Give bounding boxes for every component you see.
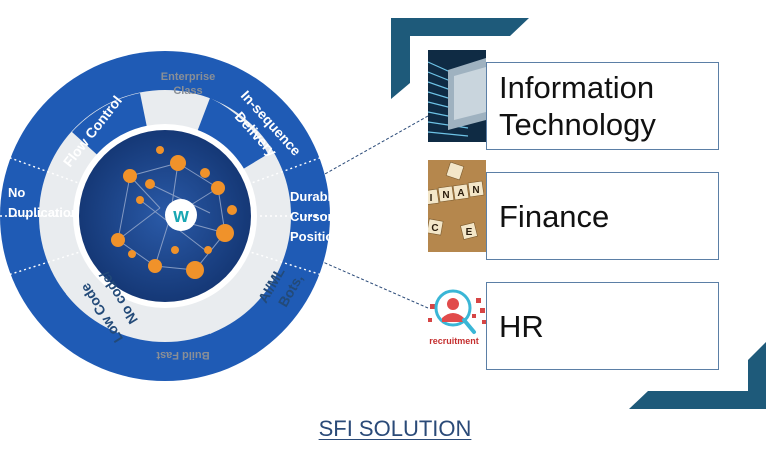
node [204, 246, 212, 254]
tile-letter: N [472, 185, 479, 196]
card-hr: HR [486, 282, 719, 370]
tile-letter: A [457, 188, 464, 199]
node [186, 261, 204, 279]
durable-cursor-line2: Cursor [290, 209, 330, 224]
circuit-chip-graphic [428, 50, 486, 142]
slide-caption: SFI SOLUTION [318, 416, 472, 441]
finance-tiles-graphic: I N A N C E [428, 160, 486, 252]
node [136, 196, 144, 204]
card-label-hr: HR [499, 309, 544, 344]
tile-letter: I [430, 193, 433, 204]
card-label-it: Information Technology [499, 69, 656, 143]
top-bracket [391, 18, 529, 99]
card-finance: Finance [486, 172, 719, 260]
no-duplication-line2: Duplication [8, 205, 79, 220]
node [211, 181, 225, 195]
tile-letter: C [431, 223, 438, 234]
node [227, 205, 237, 215]
recruitment-icon: recruitment [426, 284, 488, 350]
tile-letter: E [466, 227, 473, 238]
card-information-technology: Information Technology [486, 62, 719, 150]
enterprise-class-line1: Enterprise [161, 71, 215, 83]
recruitment-graphic: recruitment [428, 289, 486, 346]
node [148, 259, 162, 273]
recruitment-label: recruitment [429, 336, 479, 346]
build-fast-label: Build Fast [156, 349, 210, 361]
node [111, 233, 125, 247]
card-label-finance: Finance [499, 199, 610, 234]
finance-tiles-icon: I N A N C E [428, 160, 486, 252]
card-label-it-line1: Information [499, 70, 655, 105]
tile-letter: N [442, 190, 449, 201]
enterprise-class-line2: Class [173, 85, 202, 97]
node [216, 224, 234, 242]
center-logo-mark: w [172, 205, 189, 227]
center-logo-badge [165, 199, 197, 231]
node [128, 250, 136, 258]
node [145, 179, 155, 189]
node [156, 146, 164, 154]
durable-cursor-line3: Position [290, 229, 330, 244]
no-duplication-line1: No [8, 185, 25, 200]
node [200, 168, 210, 178]
feature-wheel: w Enterprise Class Flow Control In-seque… [0, 51, 330, 381]
node [171, 246, 179, 254]
segment-dividers [0, 155, 330, 277]
circuit-chip-icon [428, 50, 486, 142]
network-nodes [111, 146, 237, 279]
node [123, 169, 137, 183]
node [170, 155, 186, 171]
card-label-it-line2: Technology [499, 107, 656, 142]
bottom-bracket [629, 342, 766, 409]
durable-cursor-line1: Durable [290, 189, 330, 204]
